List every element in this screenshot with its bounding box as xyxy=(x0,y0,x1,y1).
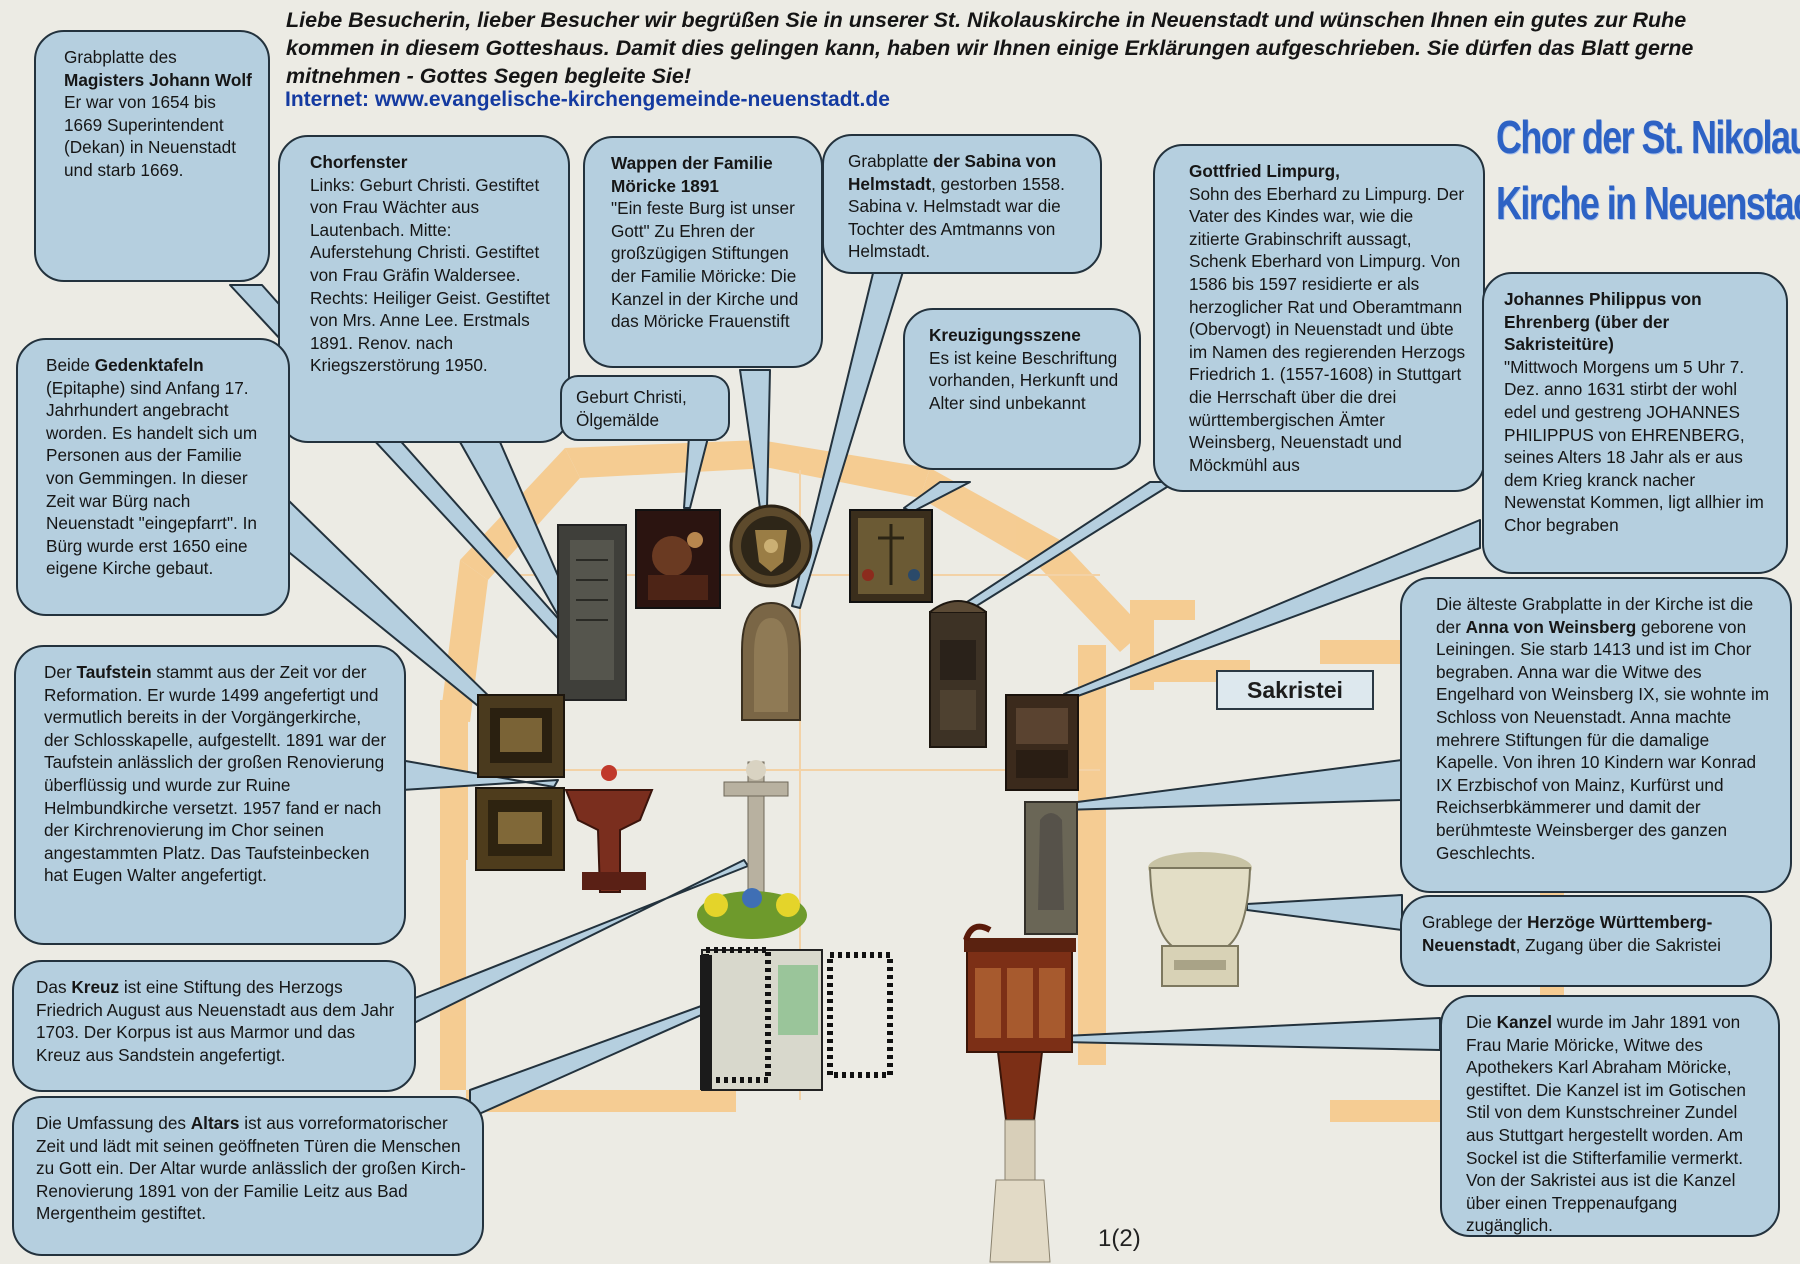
website-line: Internet: www.evangelische-kirchengemein… xyxy=(285,88,890,112)
website-label: Internet: xyxy=(285,88,369,111)
callout-gedenktafeln: Beide Gedenktafeln (Epitaphe) sind Anfan… xyxy=(16,338,290,616)
website-url[interactable]: www.evangelische-kirchengemeinde-neuenst… xyxy=(374,88,890,111)
sabina-gravestone-image xyxy=(741,601,801,721)
baptismal-font-image xyxy=(564,765,654,893)
callout-gottfried-limpurg: Gottfried Limpurg, Sohn des Eberhard zu … xyxy=(1153,144,1485,492)
nativity-painting-image xyxy=(635,509,721,609)
callout-ehrenberg: Johannes Philippus von Ehrenberg (über d… xyxy=(1482,272,1788,574)
crucifix-image xyxy=(723,760,789,903)
welcome-intro-text: Liebe Besucherin, lieber Besucher wir be… xyxy=(286,8,1694,88)
callout-taufstein: Der Taufstein stammt aus der Zeit vor de… xyxy=(14,645,406,945)
callout-nativity-painting: Geburt Christi, Ölgemälde xyxy=(560,375,730,441)
altar-image xyxy=(697,888,893,1091)
sakristei-label: Sakristei xyxy=(1216,670,1374,710)
callout-kanzel: Die Kanzel wurde im Jahr 1891 von Frau M… xyxy=(1440,995,1780,1237)
limpurg-epitaph-image xyxy=(929,600,987,748)
callout-anna-von-weinsberg: Die älteste Grabplatte in der Kirche ist… xyxy=(1400,577,1792,893)
poster-title-line2: Kirche in Neuenstadt xyxy=(1496,177,1800,229)
page-number: 1(2) xyxy=(1098,1225,1141,1252)
wolf-gravestone-image xyxy=(557,524,627,701)
pulpit-image xyxy=(963,923,1076,1263)
callout-grablege: Grablege der Herzöge Württemberg-Neuenst… xyxy=(1400,895,1772,987)
poster-title-line1: Chor der St. Nikolaus xyxy=(1496,111,1800,163)
artifact-images xyxy=(475,504,1252,1263)
callout-moericke-coat-of-arms: Wappen der Familie Möricke 1891 "Ein fes… xyxy=(583,136,823,368)
weinsberg-gravestone-image xyxy=(1024,801,1078,935)
callout-kreuz: Das Kreuz ist eine Stiftung des Herzogs … xyxy=(12,960,416,1092)
crucifixion-painting-image xyxy=(849,509,933,603)
callout-sabina-gravestone: Grabplatte der Sabina von Helmstadt, ges… xyxy=(822,134,1102,274)
callout-chorfenster: Chorfenster Links: Geburt Christi. Gesti… xyxy=(278,135,570,443)
callout-altar: Die Umfassung des Altars ist aus vorrefo… xyxy=(12,1096,484,1256)
ducal-burial-urn-image xyxy=(1148,852,1252,987)
moericke-coat-of-arms-image xyxy=(729,504,813,588)
callout-crucifixion-scene: Kreuzigungsszene Es ist keine Beschriftu… xyxy=(903,308,1141,470)
callout-wolf-gravestone: Grabplatte des Magisters Johann Wolf Er … xyxy=(34,30,270,282)
ehrenberg-epitaph-image xyxy=(1005,694,1079,791)
gemmingen-epitaphs-image xyxy=(475,694,565,871)
poster-title: Chor der St. Nikolaus Kirche in Neuensta… xyxy=(1496,104,1800,236)
